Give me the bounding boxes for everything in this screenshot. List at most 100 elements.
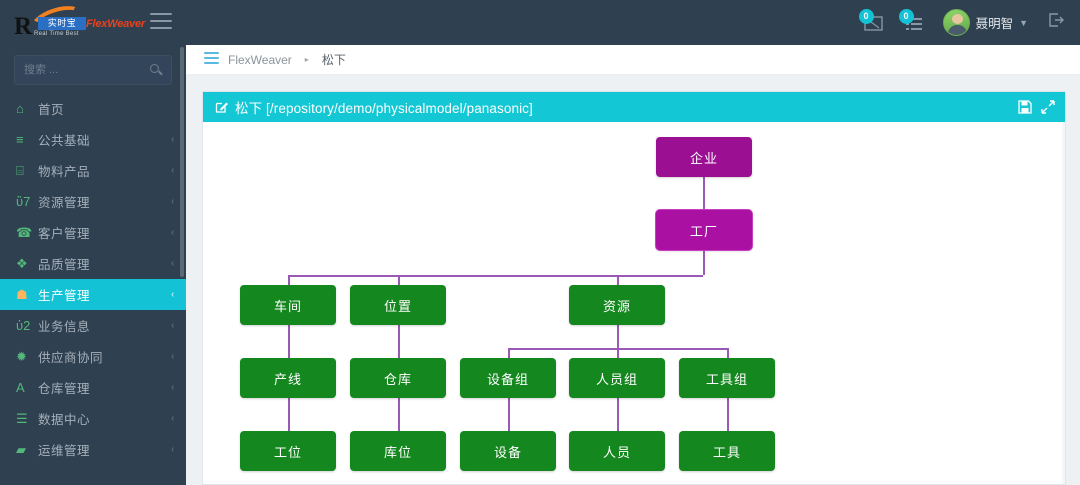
user-menu[interactable]: 聂明智 ▼: [942, 9, 1028, 36]
diagram-node-staffgroup[interactable]: 人员组: [569, 358, 665, 398]
diagram-node-factory[interactable]: 工厂: [656, 210, 752, 250]
diagram-node-equipment[interactable]: 设备: [460, 431, 556, 471]
diagram-node-equipgroup[interactable]: 设备组: [460, 358, 556, 398]
panel-actions: [1018, 100, 1055, 114]
sidebar-item-4[interactable]: ☎ 客户管理 ‹: [0, 217, 186, 248]
hamburger-icon[interactable]: [150, 13, 172, 30]
diagram-node-resource[interactable]: 资源: [569, 285, 665, 325]
sidebar-item-6[interactable]: ☗生产管理‹: [0, 279, 186, 310]
diagram-link: [617, 325, 619, 348]
chevron-left-icon: ‹: [170, 413, 174, 424]
diagram-node-label: 工位: [273, 444, 302, 460]
chevron-left-icon: ‹: [170, 444, 174, 455]
mail-icon[interactable]: 0: [858, 8, 887, 36]
diagram-node-label: 工厂: [689, 223, 718, 239]
logo-subtitle: Real Time Best: [34, 31, 79, 37]
diagram-link: [288, 325, 290, 358]
diagram-node-label: 企业: [689, 150, 718, 166]
gear-icon: ✹: [16, 348, 27, 364]
diagram-node-staff[interactable]: 人员: [569, 431, 665, 471]
sidebar-item-label: 资源管理: [38, 196, 91, 210]
panel-header: 松下 [/repository/demo/physicalmodel/panas…: [203, 92, 1065, 122]
sidebar-item-5[interactable]: ❖品质管理‹: [0, 248, 186, 279]
expand-arrows-icon[interactable]: [1041, 100, 1055, 114]
sidebar-scrollbar[interactable]: [180, 47, 184, 277]
mail-badge: 0: [858, 8, 874, 24]
diagram-link: [398, 325, 400, 358]
logout-icon[interactable]: [1046, 10, 1066, 35]
sidebar-item-label: 客户管理: [38, 227, 91, 241]
diagram-link: [703, 250, 705, 275]
sidebar-item-0[interactable]: ⌂首页: [0, 93, 186, 124]
diagram-node-label: 位置: [383, 298, 412, 314]
chevron-left-icon: ‹: [170, 382, 174, 393]
chevron-left-icon: ‹: [170, 165, 174, 176]
sidebar-item-label: 物料产品: [38, 165, 91, 179]
diagram-node-enterprise[interactable]: 企业: [656, 137, 752, 177]
diagram-node-location[interactable]: 位置: [350, 285, 446, 325]
factory-icon: ☗: [16, 286, 28, 302]
diagram-link: [508, 398, 510, 431]
task-list-icon[interactable]: 0: [898, 8, 927, 36]
canvas-scrollbar[interactable]: [1062, 122, 1065, 484]
home-icon: ⌂: [16, 101, 24, 116]
diagram-node-storagebin[interactable]: 库位: [350, 431, 446, 471]
chevron-left-icon: ‹: [170, 134, 174, 145]
sidebar-item-10[interactable]: ☰ 数据中心 ‹: [0, 403, 186, 434]
chevron-left-icon: ‹: [170, 258, 174, 269]
diagram-node-warehouse[interactable]: 仓库: [350, 358, 446, 398]
phone-icon: ☎: [16, 224, 33, 240]
diamond-icon: ❖: [16, 255, 28, 271]
diagram-link: [398, 275, 400, 285]
avatar: [942, 9, 970, 36]
chevron-left-icon: ‹: [170, 227, 174, 238]
diagram-node-toolgroup[interactable]: 工具组: [679, 358, 775, 398]
diagram-link: [508, 348, 510, 358]
user-name: 聂明智: [975, 17, 1014, 31]
sidebar-item-label: 供应商协同: [38, 351, 104, 365]
grid-icon: ⌸: [16, 162, 24, 178]
diagram-node-label: 人员: [602, 444, 631, 460]
sidebar-item-11[interactable]: ▰运维管理‹: [0, 434, 186, 465]
search-icon[interactable]: [150, 64, 163, 77]
diagram-node-workshop[interactable]: 车间: [240, 285, 336, 325]
chevron-down-icon[interactable]: ▼: [1019, 17, 1028, 28]
content-area: 松下 [/repository/demo/physicalmodel/panas…: [186, 75, 1080, 485]
sidebar-item-label: 公共基础: [38, 134, 91, 148]
diagram-node-station[interactable]: 工位: [240, 431, 336, 471]
logo-blue-text: 实时宝: [38, 17, 86, 30]
diagram-node-label: 工具: [712, 444, 741, 460]
diagram-node-tool[interactable]: 工具: [679, 431, 775, 471]
sidebar-item-8[interactable]: ✹供应商协同‹: [0, 341, 186, 372]
layers-icon: ≡: [16, 132, 24, 147]
diagram-link: [617, 398, 619, 431]
diagram-link: [727, 398, 729, 431]
sidebar-item-1[interactable]: ≡ 公共基础 ‹: [0, 124, 186, 155]
search-input[interactable]: [15, 56, 171, 84]
diagram-node-label: 工具组: [705, 371, 748, 387]
app-logo[interactable]: R 实时宝 Real Time Best FlexWeaver: [14, 0, 145, 42]
diagram-node-label: 设备组: [486, 371, 529, 387]
sidebar-item-label: 数据中心: [38, 413, 91, 427]
diagram-canvas[interactable]: 企业工厂车间 位置 资源产线仓库 设备组 人员组 工具组工位 库位 设备 人员 工具: [203, 122, 1065, 484]
sidebar-item-2[interactable]: ⌸ 物料产品 ‹: [0, 155, 186, 186]
logo-letter: R: [14, 13, 33, 40]
diagram-link: [288, 398, 290, 431]
task-badge: 0: [898, 8, 914, 24]
pencil-square-icon[interactable]: [215, 100, 229, 114]
breadcrumb-root[interactable]: FlexWeaver: [228, 52, 292, 67]
diagram-link: [617, 348, 619, 358]
save-icon[interactable]: [1018, 100, 1032, 114]
diagram-node-prodline[interactable]: 产线: [240, 358, 336, 398]
chevron-left-icon: ‹: [170, 320, 174, 331]
diagram-link: [288, 275, 703, 277]
sidebar-search: [0, 45, 186, 93]
hamburger-icon[interactable]: [204, 52, 219, 67]
search-box[interactable]: [14, 55, 172, 85]
bars-icon: ☰: [16, 410, 28, 426]
diagram-node-label: 设备: [493, 444, 522, 460]
